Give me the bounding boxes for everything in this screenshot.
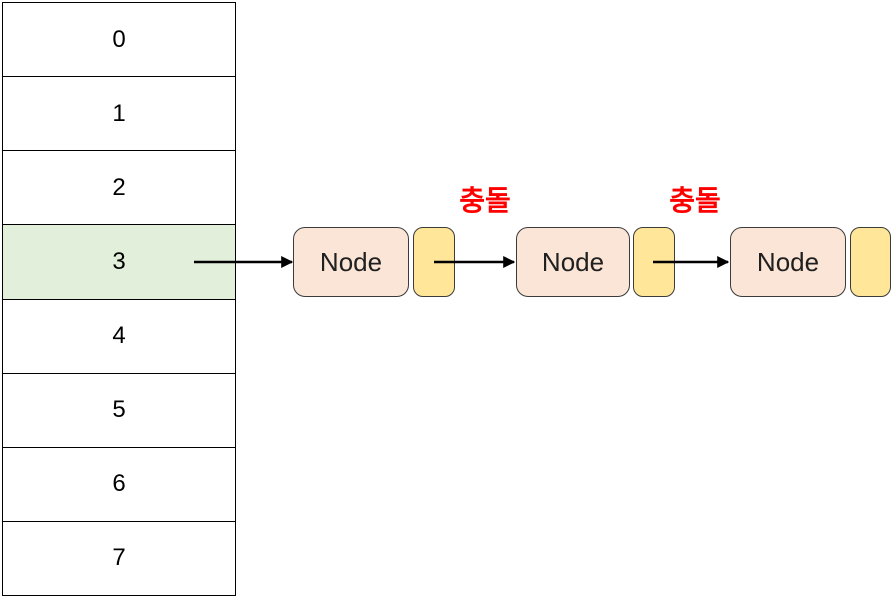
next-pointer-box-1 (413, 227, 455, 297)
node-label: Node (319, 246, 383, 277)
next-pointer-box-3 (850, 227, 891, 297)
array-cell-label: 2 (112, 173, 126, 201)
node-box-1: Node (293, 227, 409, 297)
node-box-3: Node (730, 227, 846, 297)
array-cell-label: 3 (112, 247, 126, 275)
array-cell-label: 0 (112, 25, 126, 53)
node-box-2: Node (516, 227, 630, 297)
array-cell-3-highlighted: 3 (3, 225, 235, 300)
array-cell-label: 4 (112, 322, 126, 350)
array-cell-label: 1 (112, 99, 126, 127)
collision-label-2: 충돌 (669, 185, 721, 216)
array-cell-label: 7 (112, 544, 126, 572)
array-cell-label: 5 (112, 396, 126, 424)
array-cell-0: 0 (3, 3, 235, 78)
next-pointer-box-2 (633, 227, 675, 297)
hash-table-array: 0 1 2 3 4 5 6 7 (2, 2, 236, 596)
array-cell-6: 6 (3, 448, 235, 522)
array-cell-1: 1 (3, 77, 235, 152)
node-label: Node (541, 246, 605, 277)
node-label: Node (756, 246, 820, 277)
collision-label-1: 충돌 (459, 185, 511, 216)
array-cell-7: 7 (3, 522, 235, 595)
array-cell-4: 4 (3, 300, 235, 374)
array-cell-label: 6 (112, 470, 126, 498)
array-cell-2: 2 (3, 151, 235, 226)
array-cell-5: 5 (3, 374, 235, 448)
